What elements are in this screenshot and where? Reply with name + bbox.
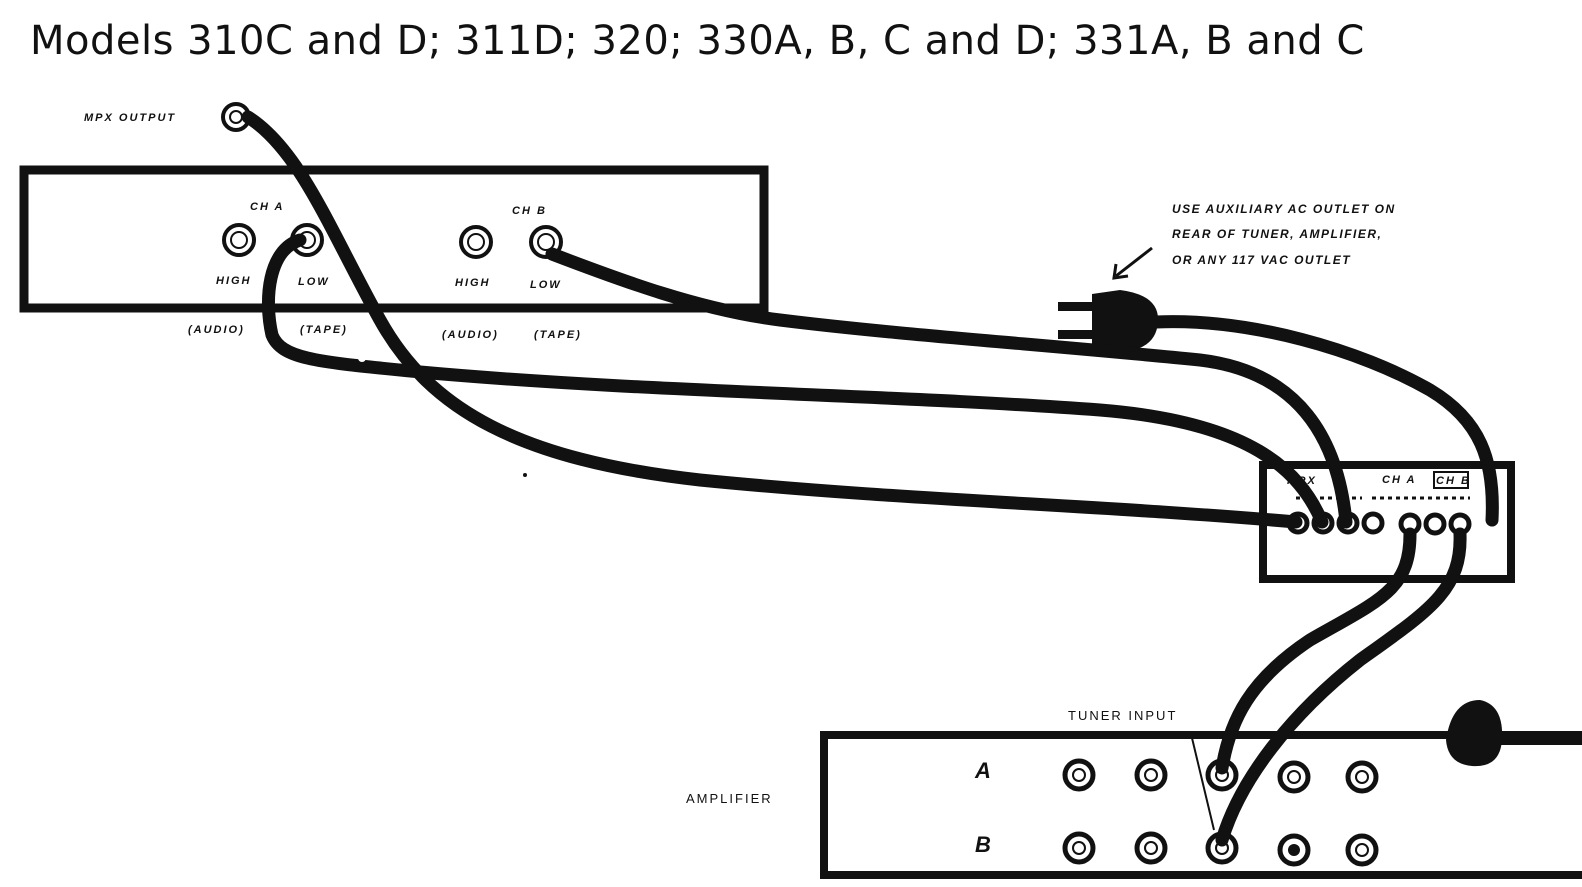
power-note-line2: REAR OF TUNER, AMPLIFIER, <box>1172 227 1382 241</box>
cable-ac-power <box>1149 315 1499 527</box>
adapter-chassis <box>19 165 769 313</box>
amplifier-chassis <box>820 731 1582 879</box>
amp-jack-b1 <box>1062 831 1096 865</box>
tuner-jack-4 <box>1361 511 1385 535</box>
cable-tuner-to-amp-b <box>1215 527 1467 847</box>
amplifier-label: AMPLIFIER <box>686 791 773 806</box>
power-note-arrow <box>1112 246 1153 280</box>
tuner-ch-b-label: CH B <box>1436 475 1471 487</box>
amp-jacks-row-a <box>1062 758 1379 794</box>
power-note-line3: OR ANY 117 VAC OUTLET <box>1172 253 1351 267</box>
cable-mpx <box>241 110 1303 529</box>
ch-b-audio-label: (AUDIO) <box>442 329 499 341</box>
amp-jack-a1 <box>1062 758 1096 792</box>
ch-b-low-label: LOW <box>530 279 562 291</box>
tuner-ch-b-box <box>1433 471 1469 489</box>
tuner-input-label: TUNER INPUT <box>1068 708 1177 723</box>
mpx-output-label: MPX OUTPUT <box>84 112 176 124</box>
amp-jack-a2 <box>1134 758 1168 792</box>
amp-row-b-label: B <box>975 832 991 857</box>
amp-jack-a5 <box>1345 760 1379 794</box>
ch-a-low-label: LOW <box>298 276 330 288</box>
amp-power-cord <box>1446 700 1582 767</box>
cable-ch-a-tape <box>261 233 1329 529</box>
ch-b-high-label: HIGH <box>455 277 491 289</box>
amp-jack-b5 <box>1345 833 1379 867</box>
amp-jack-b2 <box>1134 831 1168 865</box>
amp-jack-b4 <box>1277 833 1311 867</box>
amp-jack-a4 <box>1277 760 1311 794</box>
stray-dot <box>358 354 366 362</box>
stray-speck <box>523 473 527 477</box>
ch-b-high-jack <box>459 225 493 259</box>
ch-a-tape-label: (TAPE) <box>300 324 348 336</box>
cables <box>241 110 1499 847</box>
page-title: Models 310C and D; 311D; 320; 330A, B, C… <box>30 18 1365 64</box>
amp-row-a-label: A <box>974 758 991 783</box>
ch-a-audio-label: (AUDIO) <box>188 324 245 336</box>
power-note-line1: USE AUXILIARY AC OUTLET ON <box>1172 202 1396 216</box>
amp-jacks-row-b <box>1062 831 1379 867</box>
tuner-jack-6 <box>1423 512 1447 536</box>
ch-a-high-jack <box>222 223 256 257</box>
tuner-ch-a-label: CH A <box>1382 474 1416 486</box>
ch-a-label: CH A <box>250 201 284 213</box>
ch-a-high-label: HIGH <box>216 275 252 287</box>
amp-stray-lines <box>1191 737 1215 831</box>
ch-b-label: CH B <box>512 205 547 217</box>
ac-plug <box>1058 290 1159 352</box>
cable-ch-b-tape <box>545 247 1353 529</box>
cable-tuner-to-amp-a <box>1215 527 1417 775</box>
ch-b-tape-label: (TAPE) <box>534 329 582 341</box>
